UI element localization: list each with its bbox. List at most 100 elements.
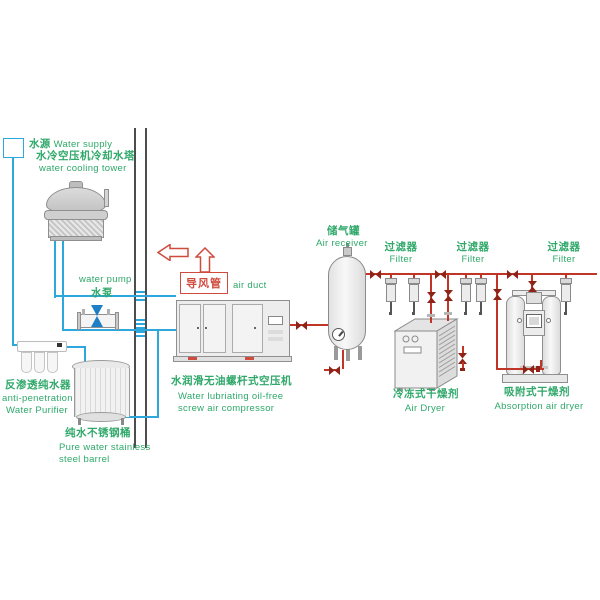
pipe-absorber-bottom xyxy=(496,368,544,370)
compressor-vent-slot xyxy=(268,330,283,334)
label-filter2-zh: 过滤器 xyxy=(456,241,490,253)
label-barrel-zh: 纯水不锈钢桶 xyxy=(65,427,131,439)
absorber-port-light xyxy=(517,318,522,323)
absorber-base xyxy=(502,374,568,383)
filter-device xyxy=(465,302,467,313)
valve-icon xyxy=(458,353,467,364)
label-filter3-zh: 过滤器 xyxy=(547,241,581,253)
valve-icon xyxy=(527,280,537,292)
barrel-body xyxy=(74,368,130,417)
water-pump-flange-right xyxy=(115,312,119,330)
filter-device xyxy=(460,278,472,284)
label-air-duct-en: air duct xyxy=(233,280,267,291)
air-duct-label-zh: 导风管 xyxy=(186,278,222,290)
filter-device xyxy=(385,278,397,284)
pipe-purifier-to-barrel-h xyxy=(65,346,86,348)
barrel-leg xyxy=(78,418,81,425)
filter-device xyxy=(408,278,420,284)
compressor-door xyxy=(179,304,201,353)
valve-icon xyxy=(295,320,307,330)
compressor-door-handle xyxy=(205,327,207,329)
pipe-cooling-upper xyxy=(54,295,176,297)
filter-device xyxy=(390,302,392,313)
label-water-pump-zh: 水泵 xyxy=(91,287,113,299)
label-water-supply-zh: 水源 xyxy=(29,138,51,150)
compressor-door xyxy=(232,304,263,353)
label-barrel-en2: steel barrel xyxy=(59,454,110,465)
valve-icon xyxy=(434,269,446,279)
label-water-pump-en: water pump xyxy=(79,274,132,285)
filter-device xyxy=(475,278,487,284)
pipe-compressor-to-tank xyxy=(290,324,330,326)
filter-stub xyxy=(565,275,567,279)
label-air-receiver-zh: 储气罐 xyxy=(327,225,360,237)
water-pump-fitting xyxy=(82,309,85,315)
airflow-up-arrow-icon xyxy=(195,247,215,273)
filter-stub xyxy=(413,275,415,279)
pipe-drop-absorber-in xyxy=(496,275,498,370)
wall-hatch xyxy=(135,323,145,325)
pipe-tower-down-2 xyxy=(62,240,64,331)
filter-device xyxy=(413,302,415,313)
dryer-port-cap xyxy=(427,314,435,317)
water-pump-impeller-icon xyxy=(91,305,103,327)
label-freeze-dryer-en: Air Dryer xyxy=(404,403,446,414)
filter-device xyxy=(480,302,482,313)
absorber-riser xyxy=(540,360,542,368)
wall-hatch xyxy=(135,335,145,337)
filter-stub xyxy=(390,275,392,279)
label-filter1-en: Filter xyxy=(389,254,413,265)
compressor-door-handle xyxy=(197,327,199,329)
absorber-screen-inner xyxy=(529,317,539,325)
label-filter3-en: Filter xyxy=(552,254,576,265)
wall-line-right xyxy=(145,128,147,448)
valve-icon xyxy=(426,291,436,303)
filter-device xyxy=(564,312,567,315)
wall-line-left xyxy=(134,128,136,448)
label-absorption-dryer-en: Absorption air dryer xyxy=(494,401,584,412)
valve-icon xyxy=(492,288,502,300)
label-compressor-zh: 水润滑无油螺杆式空压机 xyxy=(171,375,292,387)
pipe-tower-down-1 xyxy=(54,240,56,298)
wall-hatch xyxy=(135,331,145,333)
label-absorption-dryer-zh: 吸附式干燥剂 xyxy=(504,386,570,398)
filter-device xyxy=(561,284,571,302)
filter-device xyxy=(389,312,392,315)
filter-device xyxy=(476,284,486,302)
wall-hatch xyxy=(135,319,145,321)
water-pump-fitting xyxy=(107,309,110,315)
tank-leg xyxy=(346,349,350,361)
label-compressor-en1: Water lubriating oil-free xyxy=(178,391,284,402)
purifier-cartridge xyxy=(21,352,32,373)
purifier-cartridge xyxy=(47,352,58,373)
filter-device xyxy=(479,312,482,315)
filter-device xyxy=(386,284,396,302)
water-supply-box xyxy=(3,138,24,158)
label-filter2-en: Filter xyxy=(461,254,485,265)
purifier-head-unit xyxy=(17,341,67,352)
tank-leg xyxy=(358,346,362,360)
label-freeze-dryer-zh: 冷冻式干燥剂 xyxy=(393,388,459,400)
purifier-cartridge xyxy=(34,352,45,373)
label-air-receiver-en: Air receiver xyxy=(316,238,368,249)
compressor-display xyxy=(268,316,283,325)
compressor-door xyxy=(203,304,226,353)
label-cooling-tower-en: water cooling tower xyxy=(39,163,127,174)
absorber-top-block xyxy=(526,292,542,304)
wall-hatch xyxy=(135,299,145,301)
tank-top-stem xyxy=(346,243,349,248)
dryer-port-stub xyxy=(430,317,432,323)
label-compressor-en2: screw air compressor xyxy=(178,403,275,414)
valve-icon xyxy=(443,289,453,301)
tank-leg xyxy=(334,346,338,360)
label-water-supply: 水源 Water supply xyxy=(29,138,112,151)
pipe-barrel-out-h xyxy=(97,416,159,418)
freeze-dryer-unit xyxy=(394,318,459,391)
filter-device xyxy=(412,312,415,315)
dryer-side-drain-tip xyxy=(460,368,465,371)
label-purifier-en2: Water Purifier xyxy=(6,405,68,416)
pipe-water-supply-vertical xyxy=(12,158,14,346)
compressor-base xyxy=(173,356,292,362)
label-cooling-tower-zh: 水冷空压机冷却水塔 xyxy=(36,150,135,162)
